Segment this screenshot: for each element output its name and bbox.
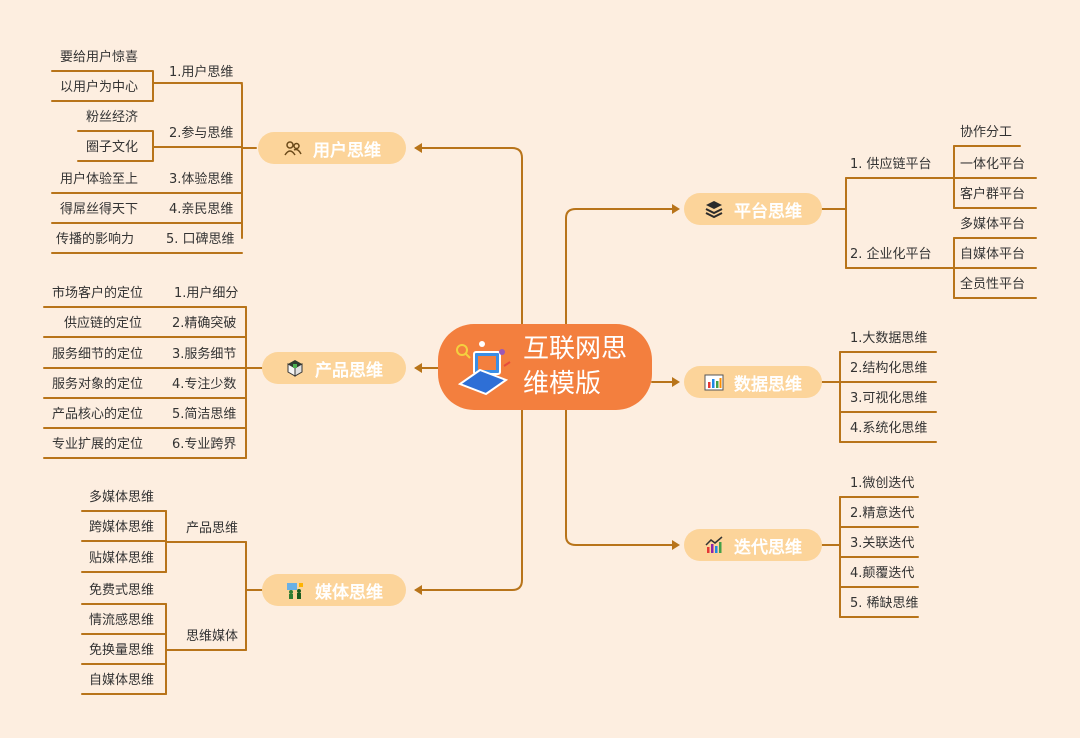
branch-data-thinking[interactable]: 数据思维	[684, 366, 822, 398]
leaf-node[interactable]: 以用户为中心	[60, 80, 139, 95]
branch-media-thinking[interactable]: 媒体思维	[262, 574, 406, 606]
sub-node[interactable]: 3.可视化思维	[850, 391, 928, 406]
branch-platform-label: 平台思维	[734, 201, 802, 222]
leaf-node[interactable]: 多媒体思维	[89, 490, 155, 505]
leaf-node[interactable]: 供应链的定位	[64, 316, 143, 331]
sub-node[interactable]: 2.精意迭代	[850, 506, 915, 521]
product-box-icon	[287, 360, 303, 377]
leaf-node[interactable]: 贴媒体思维	[89, 551, 155, 566]
leaf-node[interactable]: 要给用户惊喜	[60, 50, 139, 65]
leaf-node[interactable]: 圈子文化	[86, 140, 139, 155]
layers-icon	[705, 201, 723, 219]
leaf-node[interactable]: 多媒体平台	[960, 217, 1026, 232]
leaf-node[interactable]: 自媒体思维	[89, 673, 155, 688]
media-people-icon	[287, 583, 303, 599]
leaf-node[interactable]: 免费式思维	[89, 583, 155, 598]
sub-node[interactable]: 1.微创迭代	[850, 476, 915, 491]
sub-node[interactable]: 1. 供应链平台	[850, 157, 932, 172]
branch-media-label: 媒体思维	[315, 582, 383, 603]
leaf-node[interactable]: 服务细节的定位	[52, 347, 144, 362]
branch-user-thinking[interactable]: 用户思维	[258, 132, 406, 164]
sub-node[interactable]: 产品思维	[186, 521, 239, 536]
sub-node[interactable]: 6.专业跨界	[172, 437, 237, 452]
sub-node[interactable]: 4.亲民思维	[169, 202, 234, 217]
sub-node[interactable]: 1.用户思维	[169, 65, 234, 80]
leaf-node[interactable]: 市场客户的定位	[52, 286, 144, 301]
leaf-node[interactable]: 客户群平台	[960, 187, 1026, 202]
leaf-node[interactable]: 专业扩展的定位	[52, 437, 144, 452]
leaf-node[interactable]: 得屌丝得天下	[60, 202, 139, 217]
sub-node[interactable]: 1.用户细分	[174, 286, 239, 301]
branch-data-label: 数据思维	[734, 374, 802, 395]
users-icon	[284, 141, 302, 156]
leaf-node[interactable]: 一体化平台	[960, 157, 1026, 172]
leaf-node[interactable]: 传播的影响力	[56, 232, 135, 247]
sub-node[interactable]: 5. 稀缺思维	[850, 596, 919, 611]
sub-node[interactable]: 2.结构化思维	[850, 361, 928, 376]
sub-node[interactable]: 3.服务细节	[172, 347, 237, 362]
sub-node[interactable]: 5. 口碑思维	[166, 232, 235, 247]
branch-platform-thinking[interactable]: 平台思维	[684, 193, 822, 225]
branch-user-label: 用户思维	[313, 140, 381, 161]
leaf-node[interactable]: 用户体验至上	[60, 172, 139, 187]
leaf-node[interactable]: 服务对象的定位	[52, 377, 144, 392]
leaf-node[interactable]: 跨媒体思维	[89, 520, 155, 535]
laptop-icon	[456, 341, 511, 396]
sub-node[interactable]: 2. 企业化平台	[850, 247, 932, 262]
sub-node[interactable]: 3.关联迭代	[850, 536, 915, 551]
leaf-node[interactable]: 情流感思维	[89, 613, 155, 628]
leaf-node[interactable]: 自媒体平台	[960, 247, 1026, 262]
sub-node[interactable]: 4.专注少数	[172, 377, 237, 392]
sub-node[interactable]: 2.精确突破	[172, 316, 237, 331]
sub-node[interactable]: 4.颠覆迭代	[850, 566, 915, 581]
leaf-node[interactable]: 协作分工	[960, 125, 1013, 140]
branch-iter-label: 迭代思维	[734, 537, 802, 558]
leaf-node[interactable]: 免换量思维	[89, 643, 155, 658]
leaf-node[interactable]: 产品核心的定位	[52, 407, 144, 422]
sub-node[interactable]: 4.系统化思维	[850, 421, 928, 436]
branch-product-label: 产品思维	[315, 360, 383, 381]
trend-chart-icon	[705, 536, 723, 553]
bar-chart-icon	[704, 374, 724, 391]
central-title: 互联网思维模版	[523, 334, 628, 399]
sub-node[interactable]: 1.大数据思维	[850, 331, 928, 346]
leaf-node[interactable]: 粉丝经济	[86, 110, 139, 125]
central-topic[interactable]: 互联网思维模版	[438, 324, 652, 410]
sub-node[interactable]: 2.参与思维	[169, 126, 234, 141]
sub-node[interactable]: 5.简洁思维	[172, 407, 237, 422]
sub-node[interactable]: 3.体验思维	[169, 172, 234, 187]
leaf-node[interactable]: 全员性平台	[960, 277, 1026, 292]
sub-node[interactable]: 思维媒体	[186, 629, 239, 644]
branch-product-thinking[interactable]: 产品思维	[262, 352, 406, 384]
branch-iteration-thinking[interactable]: 迭代思维	[684, 529, 822, 561]
